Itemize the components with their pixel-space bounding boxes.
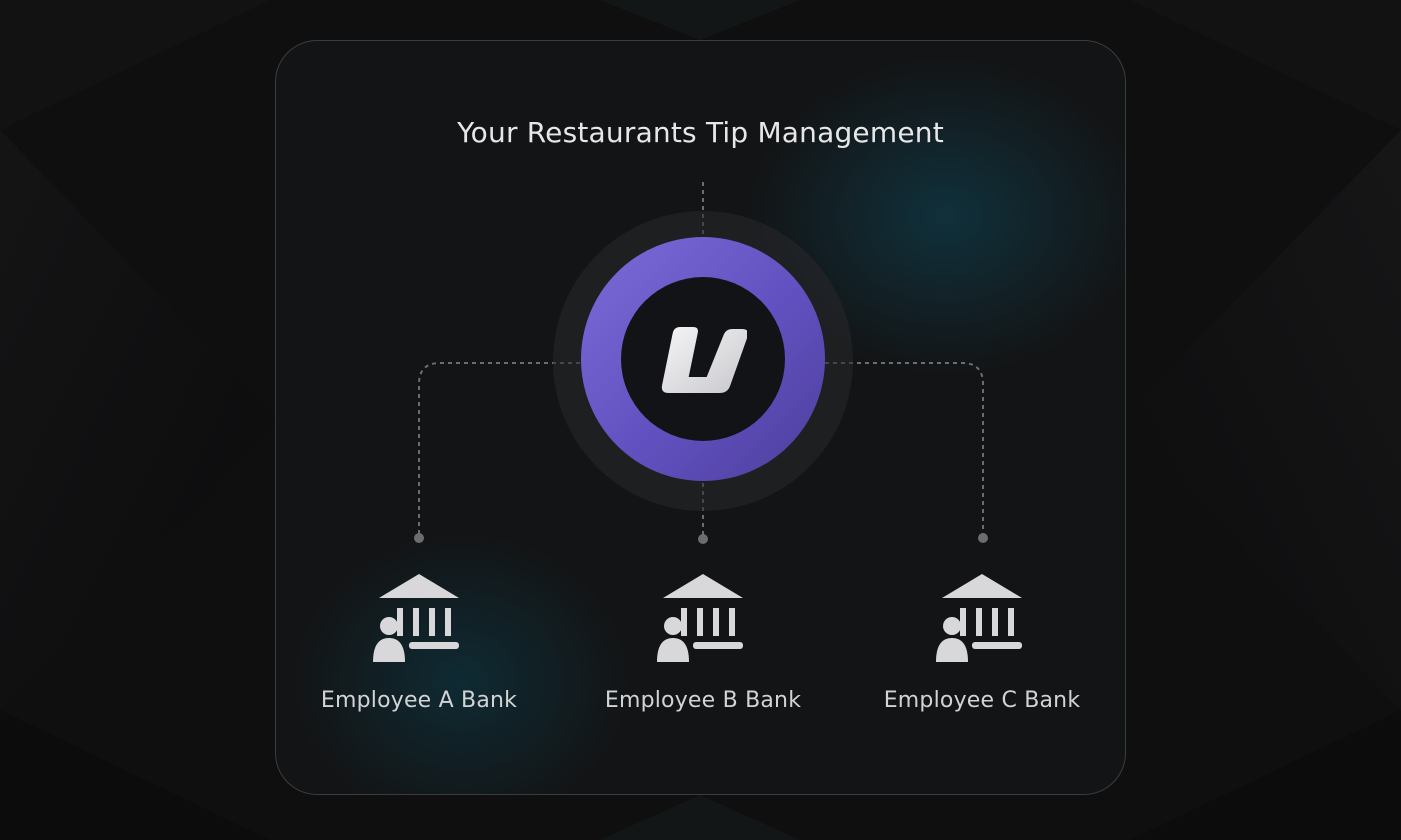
bank-employee-icon [373,574,459,662]
diagram-title: Your Restaurants Tip Management [457,116,944,149]
node-employee-c: Employee C Bank [862,570,1102,713]
bank-employee-icon [936,574,1022,662]
connector-dot-a [414,533,424,543]
connector-dot-b [698,534,708,544]
hub-ring [581,237,825,481]
hub-core [621,277,785,441]
node-label-c: Employee C Bank [883,688,1081,713]
bank-employee-icon [657,574,743,662]
node-employee-a: Employee A Bank [299,570,539,713]
node-employee-b: Employee B Bank [583,570,823,713]
connector-dot-c [978,533,988,543]
node-label-b: Employee B Bank [604,688,802,713]
card-glow [291,56,1125,794]
hub-halo [553,211,853,511]
node-label-a: Employee A Bank [320,688,518,713]
app-logo-icon [661,327,747,393]
connector-right [825,362,984,537]
